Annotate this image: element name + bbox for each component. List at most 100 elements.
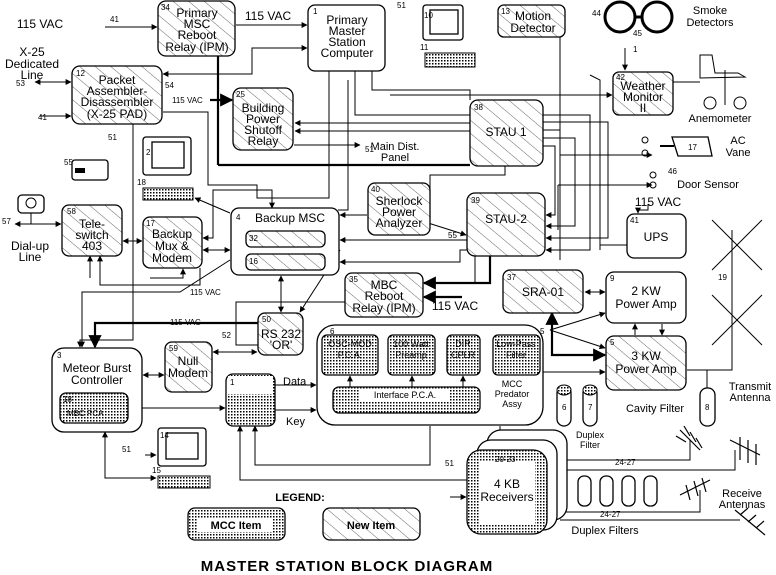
- svg-text:55: 55: [448, 231, 457, 240]
- svg-text:1: 1: [313, 7, 318, 16]
- svg-text:115 VAC: 115 VAC: [17, 17, 64, 31]
- svg-text:17: 17: [688, 143, 697, 152]
- svg-text:DIR: DIR: [455, 339, 471, 349]
- key-label: Key: [286, 416, 305, 428]
- svg-text:3 KW: 3 KW: [631, 349, 661, 363]
- diagram-title: MASTER STATION BLOCK DIAGRAM: [201, 558, 493, 575]
- svg-text:42: 42: [616, 73, 625, 82]
- svg-text:20-23: 20-23: [495, 455, 516, 464]
- svg-text:51: 51: [445, 459, 454, 468]
- svg-text:Line: Line: [21, 68, 44, 82]
- svg-text:115 VAC: 115 VAC: [635, 195, 682, 209]
- svg-text:10: 10: [424, 11, 433, 20]
- svg-text:Motion: Motion: [515, 9, 551, 23]
- svg-text:12: 12: [76, 69, 85, 78]
- door-sensor: 46 Door Sensor: [649, 167, 739, 191]
- svg-text:1: 1: [633, 45, 638, 54]
- svg-text:52: 52: [222, 331, 231, 340]
- svg-text:Dial-up: Dial-up: [11, 239, 49, 253]
- svg-text:Meteor Burst: Meteor Burst: [63, 361, 132, 375]
- svg-text:115 VAC: 115 VAC: [172, 96, 203, 105]
- svg-text:6: 6: [330, 327, 335, 336]
- stau-1: 38 STAU 1: [469, 99, 544, 167]
- computer-icon-top: 10 11 51: [397, 1, 476, 68]
- svg-text:RS 232: RS 232: [261, 327, 301, 341]
- duplex-filter-transmit: 6 7 Duplex Filter: [556, 384, 605, 450]
- svg-text:Low-Pass: Low-Pass: [496, 339, 536, 349]
- svg-text:Detectors: Detectors: [686, 17, 734, 29]
- teleswitch-403: 58 Tele- switch 403: [61, 204, 123, 257]
- svg-text:Assy: Assy: [502, 399, 522, 409]
- svg-text:4: 4: [236, 213, 241, 222]
- svg-text:Smoke: Smoke: [693, 5, 727, 17]
- svg-text:CPLR: CPLR: [451, 350, 476, 360]
- svg-text:Null: Null: [178, 354, 199, 368]
- meteor-burst-controller: 3 Meteor Burst Controller 18 MBC PCA: [51, 347, 143, 433]
- svg-text:Computer: Computer: [321, 46, 374, 60]
- svg-text:Assembler-: Assembler-: [87, 84, 148, 98]
- svg-text:58: 58: [67, 207, 76, 216]
- computer-icon-bottom: 14 15 51: [122, 427, 211, 489]
- 4kb-receivers: 20-23 4 KB Receivers: [466, 429, 568, 535]
- svg-text:6: 6: [562, 403, 567, 412]
- svg-text:Vane: Vane: [726, 147, 751, 159]
- svg-text:37: 37: [507, 273, 516, 282]
- svg-text:51: 51: [108, 133, 117, 142]
- mbc-reboot-relay: 35 MBC Reboot Relay (IPM): [344, 272, 424, 318]
- svg-text:25: 25: [236, 90, 245, 99]
- svg-text:2: 2: [146, 148, 151, 157]
- svg-text:5: 5: [610, 338, 615, 347]
- svg-text:41: 41: [110, 15, 119, 24]
- svg-text:Detector: Detector: [510, 21, 555, 35]
- svg-text:9: 9: [610, 274, 615, 283]
- motion-detector: 13 Motion Detector: [497, 4, 566, 38]
- svg-text:7: 7: [588, 403, 593, 412]
- svg-text:Modem: Modem: [168, 366, 208, 380]
- smoke-detector-icons: 44 45 1 Smoke Detectors: [592, 0, 734, 54]
- svg-text:13: 13: [501, 7, 510, 16]
- svg-text:5: 5: [540, 327, 545, 336]
- svg-text:57: 57: [2, 217, 11, 226]
- svg-text:8: 8: [705, 403, 710, 412]
- svg-text:100 Watt: 100 Watt: [393, 339, 429, 349]
- svg-text:Panel: Panel: [381, 152, 409, 164]
- receive-antennas-label-2: Antennas: [719, 499, 766, 511]
- svg-text:115 VAC: 115 VAC: [190, 288, 221, 297]
- svg-text:Primary: Primary: [176, 6, 217, 20]
- svg-text:41: 41: [38, 113, 47, 122]
- svg-text:Power Amp: Power Amp: [615, 362, 677, 376]
- backup-mux-modem: 17 Backup Mux & Modem: [142, 216, 203, 269]
- ups: 41 UPS: [626, 213, 687, 259]
- svg-text:51: 51: [365, 145, 374, 154]
- svg-text:Weather: Weather: [620, 79, 665, 93]
- svg-text:Master: Master: [329, 24, 366, 38]
- svg-text:16: 16: [249, 257, 258, 266]
- svg-text:MCC: MCC: [502, 379, 523, 389]
- svg-text:LEGEND:: LEGEND:: [275, 492, 325, 504]
- svg-text:Receivers: Receivers: [480, 490, 533, 504]
- null-modem: 59 Null Modem: [164, 341, 213, 393]
- svg-text:Cavity Filter: Cavity Filter: [626, 403, 684, 415]
- svg-text:46: 46: [668, 167, 677, 176]
- transmit-antenna-label: Transmit: [729, 381, 771, 393]
- svg-text:OSC-MOD: OSC-MOD: [328, 339, 372, 349]
- transmit-antenna-label-2: Antenna: [730, 392, 772, 404]
- svg-text:3: 3: [57, 351, 62, 360]
- svg-text:Modem: Modem: [152, 251, 192, 265]
- ref-label: 24-27: [600, 510, 621, 519]
- svg-text:14: 14: [160, 431, 169, 440]
- legend-mcc-item: MCC Item: [211, 520, 262, 532]
- primary-master-station-computer: 1 Primary Master Station Computer: [307, 4, 386, 72]
- svg-text:Primary: Primary: [326, 13, 367, 27]
- svg-text:18: 18: [137, 178, 146, 187]
- primary-msc-reboot-relay: 34 Primary MSC Reboot Relay (IPM): [157, 0, 236, 57]
- svg-text:Sherlock: Sherlock: [376, 194, 424, 208]
- ac-vane-sensor: 17 AC Vane: [641, 135, 751, 159]
- svg-text:MBC: MBC: [371, 278, 398, 292]
- data-label: Data: [283, 376, 307, 388]
- weather-monitor: 42 Weather Monitor II: [612, 71, 674, 116]
- svg-text:15: 15: [152, 466, 161, 475]
- svg-text:Preamp: Preamp: [395, 350, 427, 360]
- svg-text:59: 59: [169, 344, 178, 353]
